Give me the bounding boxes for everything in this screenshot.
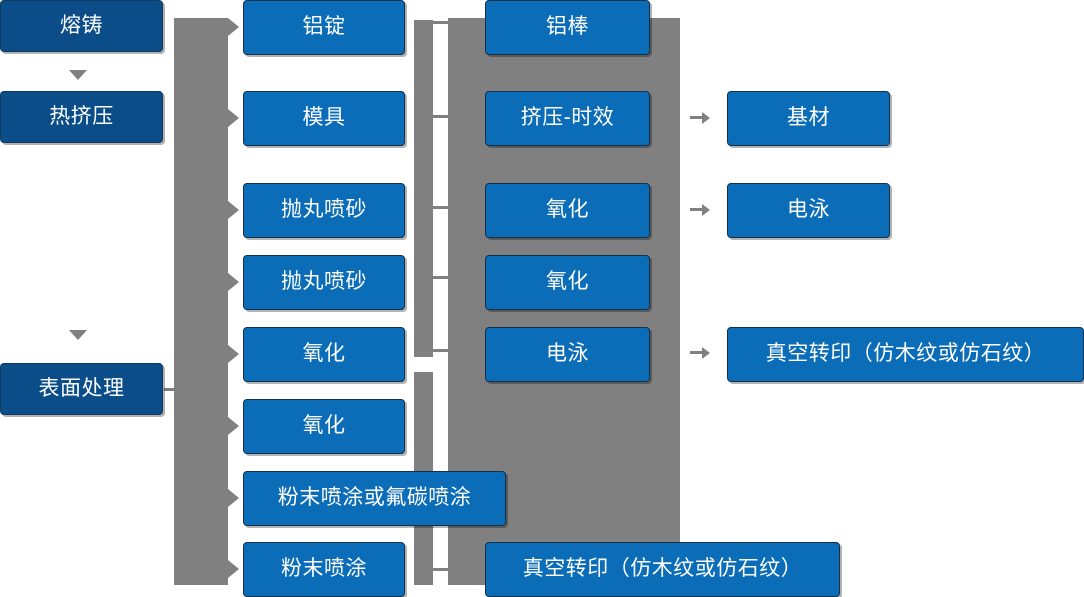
process-label-oxidation-2: 氧化 [546, 270, 589, 294]
arrow-line-output-1 [690, 116, 703, 119]
item-label-mould: 模具 [302, 106, 346, 130]
arrow-line-output-3 [690, 351, 703, 354]
arrow-down-extrusion-to-surface [69, 330, 87, 340]
item-box-powder-coating[interactable]: 粉末喷涂 [243, 542, 405, 597]
process-label-vacuum-transfer: 真空转印（仿木纹或仿石纹） [522, 557, 803, 581]
item-label-shot-blasting-2: 抛丸喷砂 [281, 270, 367, 294]
item-box-mould[interactable]: 模具 [243, 91, 405, 146]
arrow-to-item-2 [228, 109, 239, 127]
stage-label-melt-cast: 熔铸 [60, 13, 103, 37]
process-label-extrusion-aging: 挤压-时效 [520, 106, 615, 130]
process-label-electrophoresis: 电泳 [546, 342, 589, 366]
arrow-to-item-7 [228, 489, 239, 507]
output-label-vacuum-transfer: 真空转印（仿木纹或仿石纹） [765, 342, 1046, 366]
item-box-oxidation-2[interactable]: 氧化 [243, 399, 405, 454]
stage-box-surface-treatment[interactable]: 表面处理 [0, 363, 163, 415]
connector-row-1 [433, 21, 450, 24]
connector-surface-to-trunk [164, 388, 180, 391]
item-box-shot-blasting-1[interactable]: 抛丸喷砂 [243, 183, 405, 238]
process-box-oxidation-2[interactable]: 氧化 [485, 255, 650, 310]
trunk-stage-to-items [174, 18, 228, 585]
output-label-electrophoresis: 电泳 [787, 198, 830, 222]
connector-row-2 [433, 115, 450, 118]
arrow-to-output-2 [702, 204, 710, 216]
connector-row-3 [433, 206, 450, 209]
arrow-to-output-1 [702, 112, 710, 124]
output-box-electrophoresis[interactable]: 电泳 [727, 183, 890, 238]
arrow-to-item-3 [228, 201, 239, 219]
item-box-shot-blasting-2[interactable]: 抛丸喷砂 [243, 255, 405, 310]
process-box-oxidation-1[interactable]: 氧化 [485, 183, 650, 238]
stage-box-hot-extrusion[interactable]: 热挤压 [0, 91, 163, 143]
arrow-down-melt-to-extrusion [69, 70, 87, 80]
arrow-to-item-1 [228, 18, 239, 36]
arrow-to-item-4 [228, 273, 239, 291]
collector-bar-upper [414, 20, 433, 357]
connector-row-6 [433, 568, 450, 571]
arrow-to-item-5 [228, 345, 239, 363]
item-label-oxidation-2: 氧化 [302, 414, 346, 438]
item-label-powder-or-fluorocarbon: 粉末喷涂或氟碳喷涂 [277, 486, 472, 510]
item-label-aluminum-ingot: 铝锭 [302, 15, 346, 39]
item-label-powder-coating: 粉末喷涂 [281, 557, 367, 581]
item-box-aluminum-ingot[interactable]: 铝锭 [243, 0, 405, 55]
process-box-electrophoresis[interactable]: 电泳 [485, 327, 650, 382]
arrow-to-output-3 [702, 347, 710, 359]
output-label-base-material: 基材 [787, 106, 830, 130]
item-label-shot-blasting-1: 抛丸喷砂 [281, 198, 367, 222]
stage-label-hot-extrusion: 热挤压 [49, 104, 114, 128]
output-box-base-material[interactable]: 基材 [727, 91, 890, 146]
connector-row-4 [433, 276, 450, 279]
process-label-aluminum-bar: 铝棒 [546, 15, 589, 39]
arrow-line-output-2 [690, 208, 703, 211]
item-box-oxidation-1[interactable]: 氧化 [243, 327, 405, 382]
stage-box-melt-cast[interactable]: 熔铸 [0, 0, 163, 52]
item-label-oxidation-1: 氧化 [302, 342, 346, 366]
connector-row-5 [433, 349, 450, 352]
item-box-powder-or-fluorocarbon[interactable]: 粉末喷涂或氟碳喷涂 [243, 471, 506, 526]
arrow-to-item-8 [228, 560, 239, 578]
arrow-to-item-6 [228, 417, 239, 435]
process-label-oxidation-1: 氧化 [546, 198, 589, 222]
process-box-aluminum-bar[interactable]: 铝棒 [485, 0, 650, 55]
stage-label-surface-treatment: 表面处理 [38, 376, 125, 400]
process-box-extrusion-aging[interactable]: 挤压-时效 [485, 91, 650, 146]
output-box-vacuum-transfer[interactable]: 真空转印（仿木纹或仿石纹） [727, 327, 1084, 382]
process-box-vacuum-transfer[interactable]: 真空转印（仿木纹或仿石纹） [485, 542, 840, 597]
